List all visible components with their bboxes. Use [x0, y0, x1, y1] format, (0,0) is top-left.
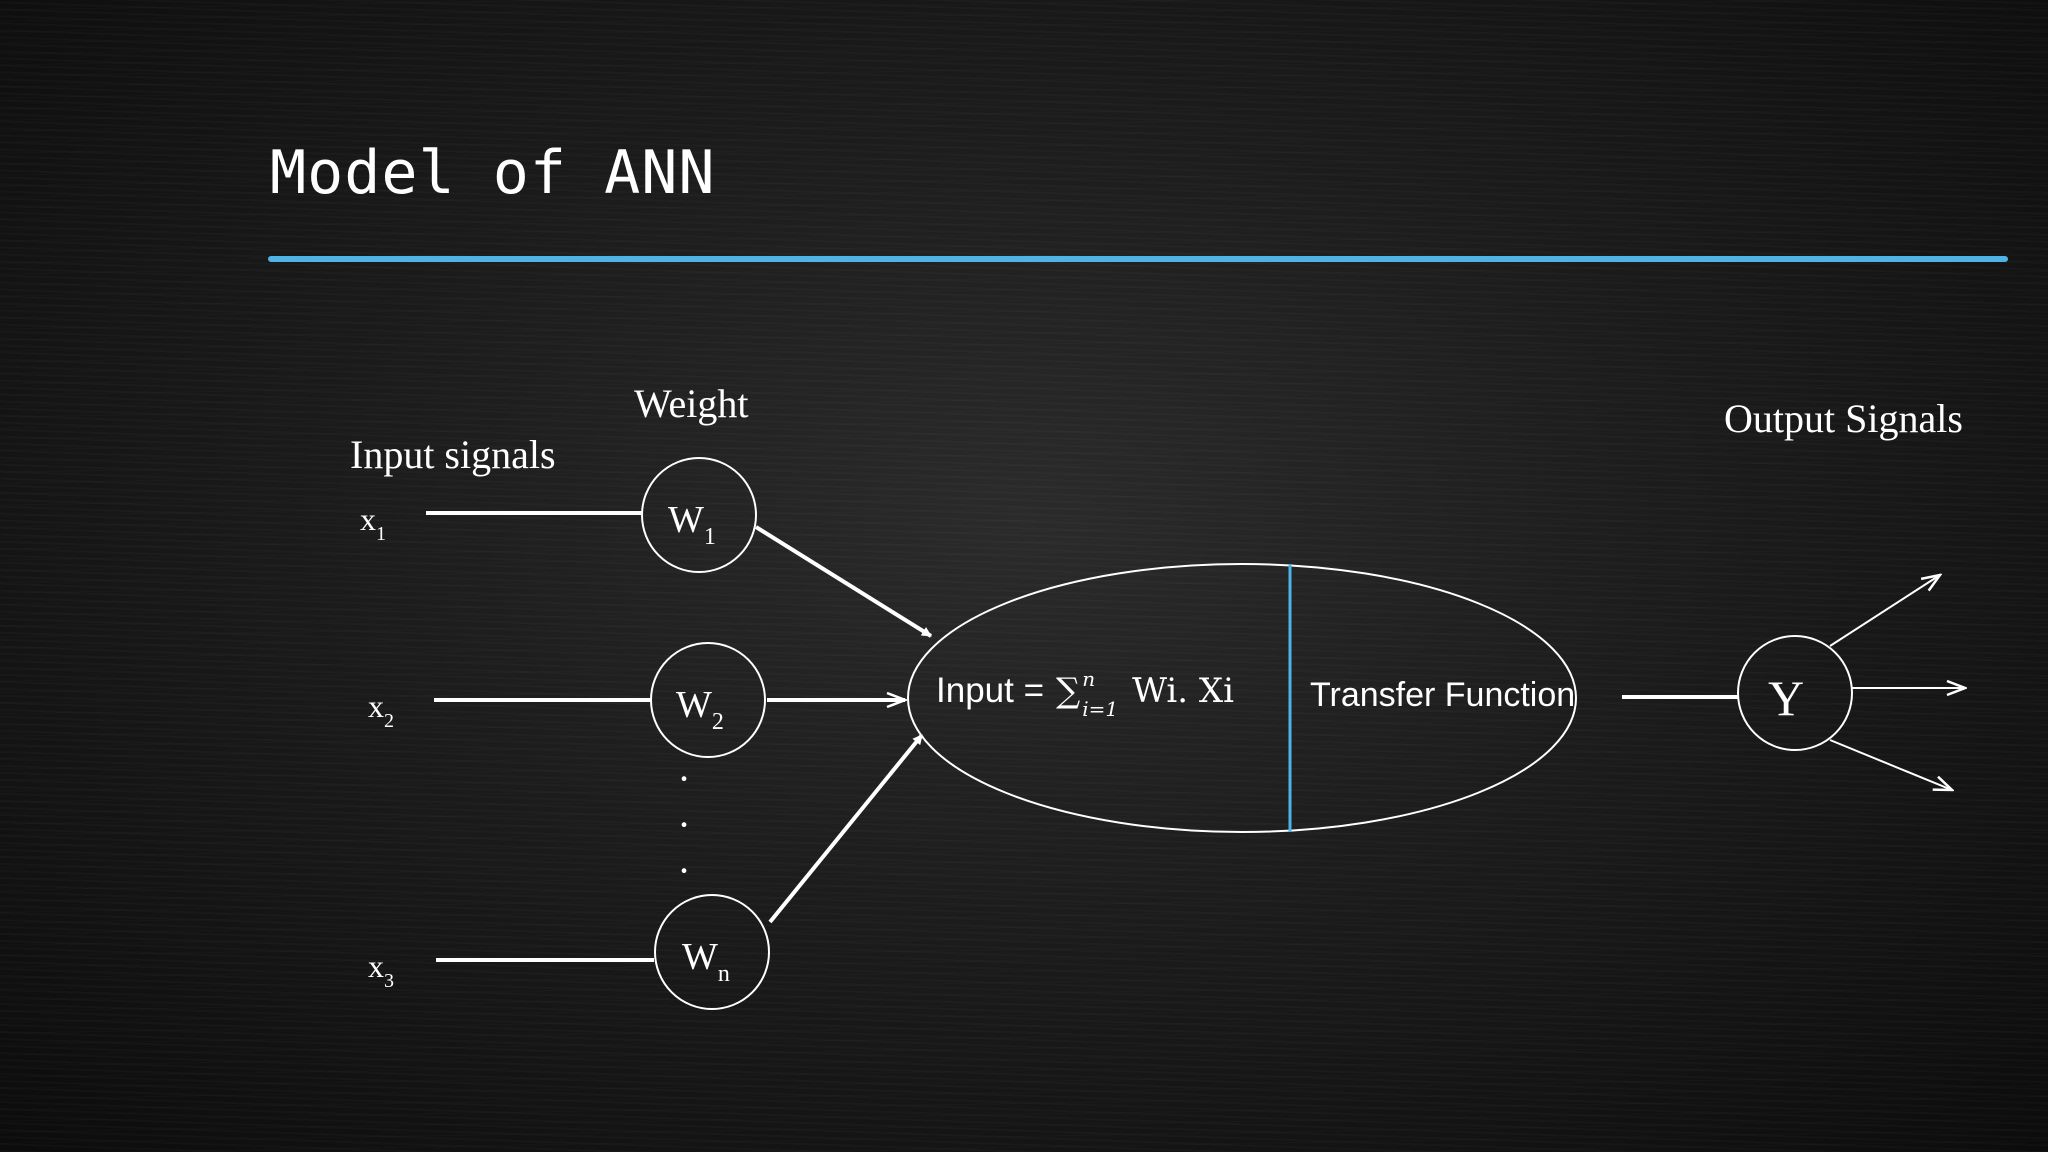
input-signals-heading: Input signals [350, 432, 556, 477]
weight-label-w1: W1 [668, 499, 716, 550]
slide-title: Model of ANN [270, 138, 716, 208]
ellipsis-dot-3: · [677, 848, 690, 893]
summation-formula: Input = ∑n i=1 Wi. Xi [936, 667, 1234, 721]
weight-heading: Weight [634, 381, 749, 426]
weight-label-w2: W2 [676, 684, 724, 735]
sum-lower-limit: i=1 [1082, 697, 1118, 721]
input-label-x3: x3 [368, 948, 394, 992]
output-arrow-down [1829, 739, 1952, 790]
input-label-x1: x1 [360, 501, 386, 545]
sigma-symbol: ∑ [1056, 671, 1080, 711]
output-label: Y [1768, 670, 1804, 726]
ellipsis-dot-1: · [677, 756, 690, 801]
sum-upper-limit: n [1082, 667, 1095, 691]
title-underline [268, 256, 2008, 262]
ellipsis-dot-2: · [677, 802, 690, 847]
arrow-wn-to-neuron [768, 733, 924, 924]
weight-node-wn [654, 894, 770, 1010]
output-signals-heading: Output Signals [1724, 396, 1963, 441]
arrow-w1-to-neuron [754, 525, 933, 638]
transfer-function-label: Transfer Function [1310, 676, 1575, 714]
input-label-x2: x2 [368, 688, 394, 732]
weight-label-wn: Wn [682, 936, 730, 987]
output-node [1737, 635, 1853, 751]
summation-prefix: Input = [936, 671, 1044, 710]
neuron-body [907, 563, 1577, 833]
weight-node-w2 [650, 642, 766, 758]
output-arrow-up [1829, 575, 1940, 647]
weight-node-w1 [641, 457, 757, 573]
summation-term: Wi. Xi [1132, 671, 1234, 711]
